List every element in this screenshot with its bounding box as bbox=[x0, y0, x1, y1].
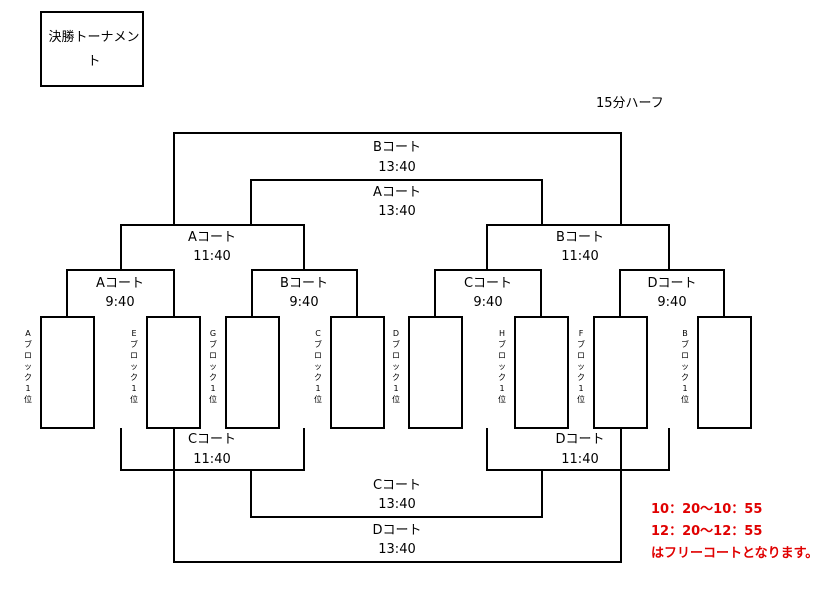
team-label-7: Fブロック1位 bbox=[577, 329, 585, 404]
line-semi-top bbox=[250, 179, 543, 225]
free-court-note: はフリーコートとなります。 bbox=[651, 546, 819, 561]
team-label-5: Dブロック1位 bbox=[392, 329, 400, 404]
match-length: 15分ハーフ bbox=[596, 96, 664, 111]
line-r1-c bbox=[434, 269, 542, 316]
line-final-bottom bbox=[173, 428, 622, 563]
qf-right-bottom-court: Dコート bbox=[555, 432, 605, 447]
team-box-6 bbox=[514, 316, 569, 429]
team-box-3 bbox=[225, 316, 280, 429]
line-qf-left-top bbox=[120, 224, 305, 270]
team-box-2 bbox=[146, 316, 201, 429]
team-box-7 bbox=[593, 316, 648, 429]
team-box-5 bbox=[408, 316, 463, 429]
r1-b-time: 9:40 bbox=[289, 295, 319, 310]
r1-a-time: 9:40 bbox=[105, 295, 135, 310]
qf-left-bottom-time: 11:40 bbox=[193, 452, 231, 467]
r1-c-time: 9:40 bbox=[473, 295, 503, 310]
title-box: 決勝トーナメント bbox=[40, 11, 144, 87]
semi-bottom-court: Cコート bbox=[372, 478, 422, 493]
team-label-3: Gブロック1位 bbox=[209, 329, 217, 404]
final-bottom-time: 13:40 bbox=[378, 542, 416, 557]
semi-top-time: 13:40 bbox=[378, 204, 416, 219]
free-court-time-1: 10：20～10：55 bbox=[651, 502, 763, 517]
semi-top-court: Aコート bbox=[373, 185, 421, 200]
line-qf-left-bottom bbox=[120, 428, 305, 471]
semi-bottom-time: 13:40 bbox=[378, 497, 416, 512]
r1-d-time: 9:40 bbox=[657, 295, 687, 310]
page-title: 決勝トーナメント bbox=[48, 30, 140, 69]
team-label-8: Bブロック1位 bbox=[681, 329, 689, 404]
line-r1-d bbox=[619, 269, 725, 316]
final-bottom-court: Dコート bbox=[372, 523, 422, 538]
qf-right-bottom-time: 11:40 bbox=[561, 452, 599, 467]
team-label-6: Hブロック1位 bbox=[498, 329, 506, 404]
r1-c-court: Cコート bbox=[463, 276, 513, 291]
team-box-1 bbox=[40, 316, 95, 429]
qf-right-top-court: Bコート bbox=[556, 230, 604, 245]
team-label-4: Cブロック1位 bbox=[314, 329, 322, 404]
line-r1-b bbox=[251, 269, 358, 316]
qf-right-top-time: 11:40 bbox=[561, 249, 599, 264]
final-top-court: Bコート bbox=[373, 140, 421, 155]
free-court-time-2: 12：20～12：55 bbox=[651, 524, 763, 539]
line-r1-a bbox=[66, 269, 175, 316]
r1-b-court: Bコート bbox=[280, 276, 328, 291]
qf-left-bottom-court: Cコート bbox=[187, 432, 237, 447]
team-label-2: Eブロック1位 bbox=[130, 329, 138, 404]
qf-left-top-court: Aコート bbox=[188, 230, 236, 245]
team-box-4 bbox=[330, 316, 385, 429]
line-qf-right-bottom bbox=[486, 428, 670, 471]
line-semi-bottom bbox=[250, 470, 543, 518]
final-top-time: 13:40 bbox=[378, 160, 416, 175]
line-qf-right-top bbox=[486, 224, 670, 270]
r1-d-court: Dコート bbox=[647, 276, 697, 291]
line-final-top bbox=[173, 132, 622, 225]
r1-a-court: Aコート bbox=[96, 276, 144, 291]
team-box-8 bbox=[697, 316, 752, 429]
qf-left-top-time: 11:40 bbox=[193, 249, 231, 264]
team-label-1: Aブロック1位 bbox=[24, 329, 32, 404]
